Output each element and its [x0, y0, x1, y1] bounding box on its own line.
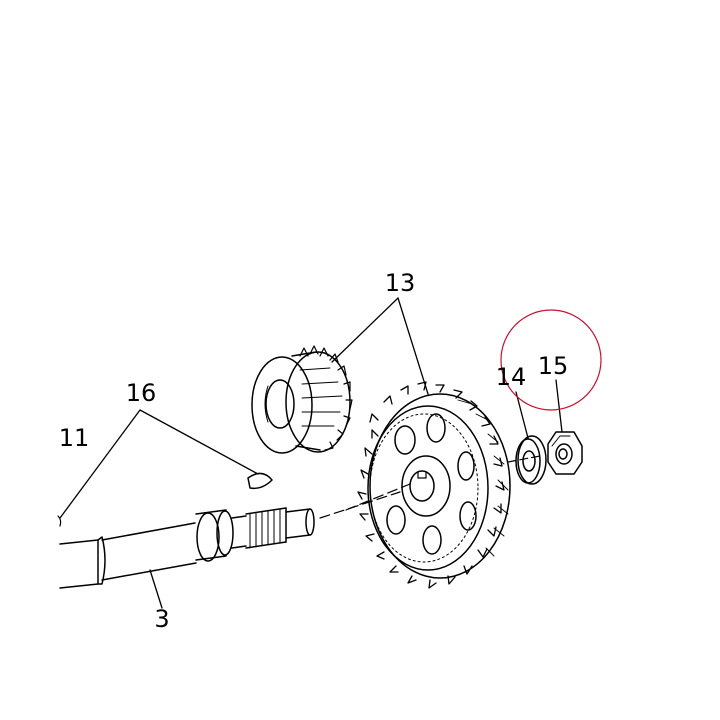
small-gear [251, 345, 353, 454]
callout-15: 15 [537, 352, 569, 380]
callout-14: 14 [495, 363, 527, 391]
highlight-circle [500, 309, 602, 411]
callout-11: 11 [58, 424, 90, 452]
callout-3: 3 [154, 605, 170, 633]
nut [547, 431, 583, 475]
shaft-part [59, 491, 401, 589]
callout-13: 13 [384, 269, 416, 297]
shaft-end-fragment [57, 515, 62, 527]
washer [507, 435, 547, 485]
leader-lines [59, 297, 563, 609]
large-gear [345, 381, 511, 589]
woodruff-key [247, 472, 273, 490]
callout-16: 16 [125, 379, 157, 407]
